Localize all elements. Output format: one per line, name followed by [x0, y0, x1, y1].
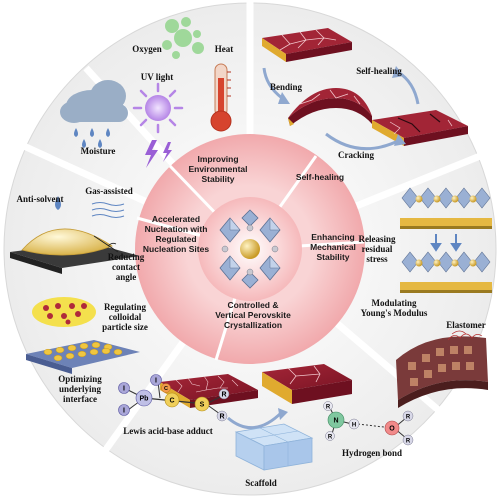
gas-flow-lines: [91, 202, 125, 218]
label-self-healing: Self-healing: [356, 66, 402, 76]
label-heat: Heat: [214, 44, 234, 54]
iodide-upper-label: I: [155, 378, 157, 385]
carbon-small-label: C: [164, 386, 168, 392]
ring-label-self-healing: Self-healing: [295, 172, 345, 182]
nitrogen-label: N: [333, 418, 338, 425]
label-releasing-stress: Releasing residual stress: [358, 234, 396, 264]
label-lewis-adduct: Lewis acid-base adduct: [123, 426, 213, 436]
hydrogen-label: H: [352, 423, 356, 429]
label-moisture: Moisture: [80, 146, 116, 156]
label-bending: Bending: [269, 82, 302, 92]
label-cracking: Cracking: [338, 150, 374, 160]
r-group-o-bottom-label: R: [406, 439, 411, 445]
oxygen-bubbles: [162, 17, 204, 59]
release-arrows: [430, 234, 462, 252]
r-group-o-top-label: R: [406, 415, 411, 421]
sun-icon: [132, 82, 184, 134]
label-elastomer: Elastomer: [446, 320, 486, 330]
ring-label-environmental-stability: Improving Environmental Stability: [188, 154, 248, 184]
film-top-flat: [262, 28, 352, 62]
r-group-n-bottom-label: R: [328, 435, 333, 441]
label-optimizing-interface: Optimizing underlying interface: [58, 374, 102, 404]
elastomer-film: [396, 330, 488, 408]
label-anti-solvent: Anti-solvent: [16, 194, 64, 204]
r-group-top-label: R: [221, 392, 226, 399]
pipette-droplet: [55, 196, 61, 210]
film-bent: [288, 88, 372, 126]
lead-label: Pb: [140, 396, 149, 403]
ring-label-crystallization: Controlled & Vertical Perovskite Crystal…: [215, 300, 291, 330]
thermometer-icon: [210, 63, 232, 132]
film-cracked: [372, 110, 468, 146]
r-group-bottom-label: R: [219, 414, 224, 421]
lattice-stack-lower: [400, 251, 492, 293]
lattice-stack-upper: [400, 187, 492, 229]
lightning-icon: [145, 140, 172, 168]
label-regulating-particle-size: Regulating colloidal particle size: [102, 302, 148, 332]
label-hydrogen-bond: Hydrogen bond: [341, 448, 403, 458]
lewis-adduct-molecule: I I I Pb C C S R R: [118, 374, 230, 422]
label-reducing-contact-angle: Reducing contact angle: [107, 252, 145, 282]
crystallization-arrow: [227, 410, 284, 430]
perovskite-unit-cell: [219, 209, 281, 289]
label-modulating-modulus: Modulating Young's Modulus: [360, 298, 428, 318]
r-group-n-top-label: R: [326, 405, 331, 411]
oxygen-atom-label: O: [389, 426, 395, 433]
label-gas-assisted: Gas-assisted: [85, 186, 133, 196]
label-scaffold: Scaffold: [245, 478, 277, 488]
sulfur-label: S: [200, 402, 205, 409]
ring-label-nucleation: Accelerated Nucleation with Regulated Nu…: [142, 214, 210, 254]
scaffold-block: [234, 423, 314, 471]
droplet-on-substrate: [10, 228, 140, 274]
carbon-label: C: [169, 398, 174, 405]
hydrogen-bond-molecule: N H R R O R R: [323, 401, 414, 446]
label-oxygen: Oxygen: [132, 44, 162, 54]
colloid-droplet: [32, 297, 96, 327]
iodide-top-label: I: [123, 386, 125, 393]
rain-cloud-icon: [60, 80, 128, 148]
label-uv-light: UV light: [140, 72, 174, 82]
underlying-interface: [26, 340, 140, 374]
grain-film-large: [262, 364, 352, 404]
iodide-bottom-label: I: [123, 408, 125, 415]
ring-label-mechanical-stability: Enhancing Mechanical Stability: [310, 232, 356, 262]
